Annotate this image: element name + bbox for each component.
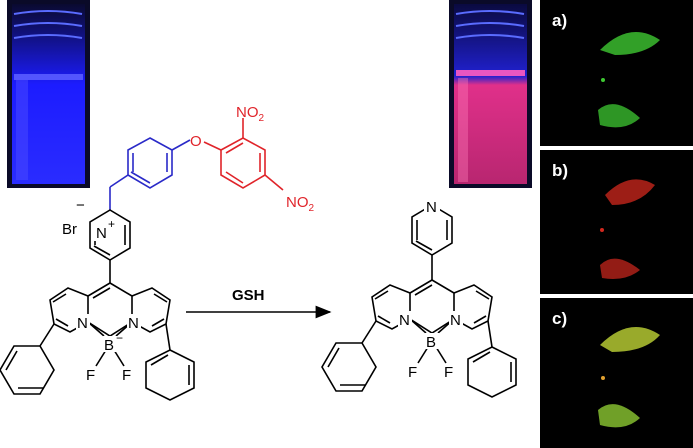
product-structure: N N N B F F [321,198,517,398]
boron-charge: − [116,331,123,345]
pyridinium-nitrogen: N [96,225,107,242]
nitro-group-1: NO2 [236,104,265,124]
core-nitrogen-left: N [77,315,88,332]
reactant-structure: Br − N + O NO2 NO2 N N B − F F [0,104,315,401]
product-core-nitrogen-right: N [450,312,461,329]
panel-c-label: c) [552,309,567,328]
product-core-nitrogen-left: N [399,312,410,329]
vial-after [449,0,532,188]
microscopy-panel-c: c) [540,298,693,448]
counter-ion-charge: − [76,197,85,214]
product-boron-atom: B [426,334,436,351]
ether-oxygen: O [190,133,202,150]
product-pyridine-nitrogen: N [426,199,437,216]
reagent-label: GSH [232,287,265,304]
fluorine-1: F [86,367,95,384]
reaction-arrow: GSH [186,287,332,319]
microscopy-panel-b: b) [540,150,693,294]
panel-a-label: a) [552,11,567,30]
nitro-group-2: NO2 [286,194,315,214]
counter-ion-label: Br [62,221,77,238]
panel-b-label: b) [552,161,568,180]
core-nitrogen-right: N [128,315,139,332]
pyridinium-charge: + [108,217,115,231]
product-fluorine-2: F [444,364,453,381]
vial-before [7,0,90,188]
fluorine-2: F [122,367,131,384]
product-fluorine-1: F [408,364,417,381]
microscopy-panel-a: a) [540,0,693,146]
boron-atom: B [104,337,114,354]
